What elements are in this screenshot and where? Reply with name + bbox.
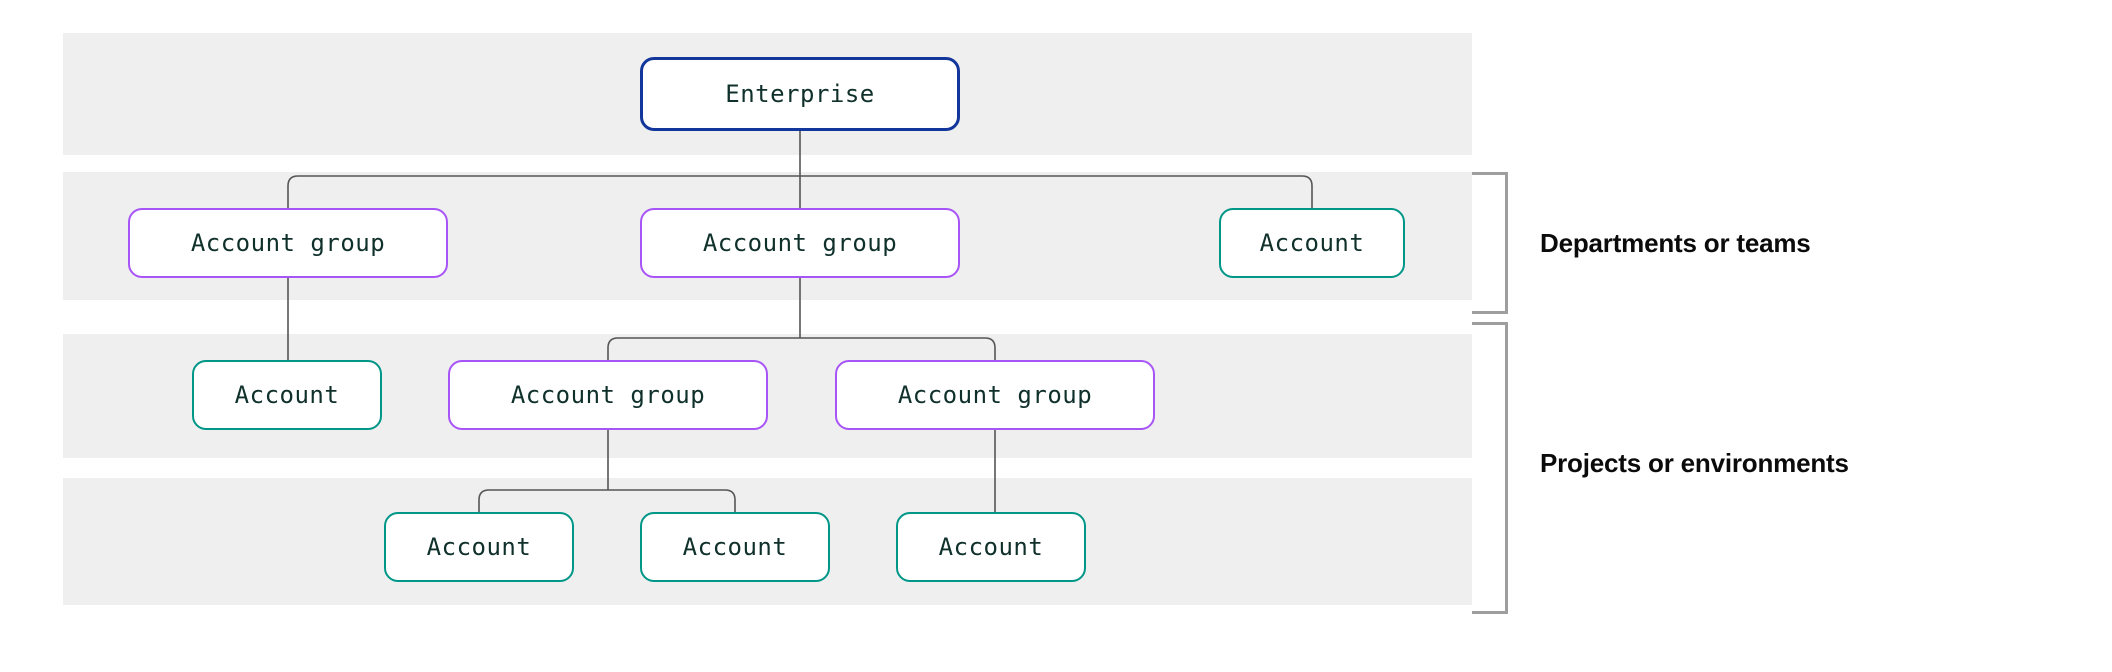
bracket-label-departments: Departments or teams [1540,228,1811,258]
node-account-1[interactable]: Account [1219,208,1405,278]
node-account-group-3[interactable]: Account group [448,360,768,430]
node-account-2[interactable]: Account [192,360,382,430]
node-enterprise[interactable]: Enterprise [640,57,960,131]
bracket-label-projects: Projects or environments [1540,448,1849,478]
bracket-departments [1472,172,1508,314]
node-account-3[interactable]: Account [384,512,574,582]
node-account-group-1[interactable]: Account group [128,208,448,278]
node-account-5[interactable]: Account [896,512,1086,582]
node-account-group-2[interactable]: Account group [640,208,960,278]
bracket-projects [1472,322,1508,614]
node-account-4[interactable]: Account [640,512,830,582]
node-account-group-4[interactable]: Account group [835,360,1155,430]
